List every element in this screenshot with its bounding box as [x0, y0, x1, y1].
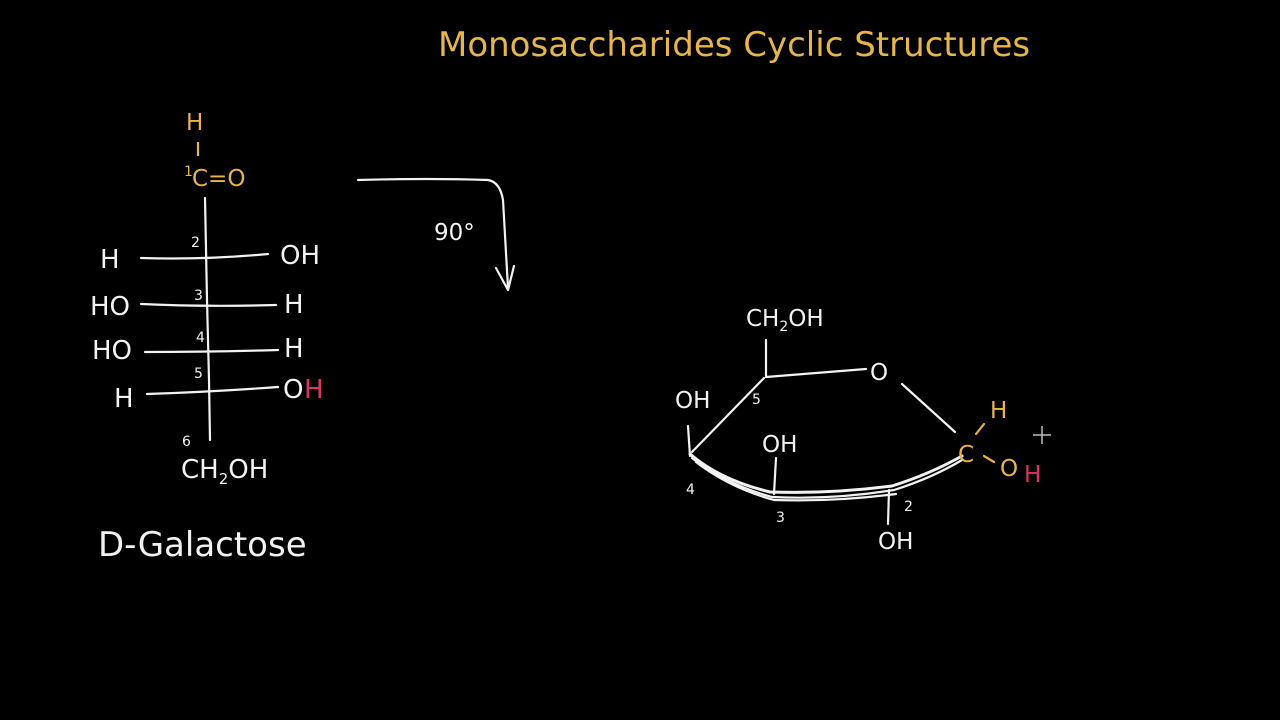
fischer-c5-left: H [114, 384, 134, 414]
haworth-ring: CH2OH O OH OH OH 5 4 3 2 C H O H [675, 306, 1041, 555]
fischer-c2-right: OH [280, 241, 320, 271]
ring-c5-number: 5 [752, 392, 761, 408]
fischer-bond-c5 [145, 385, 280, 396]
fischer-top-h: H [186, 110, 203, 136]
ring-c1: C [958, 442, 974, 468]
ring-c1-o-bond [982, 454, 996, 464]
fischer-c4-left: HO [92, 336, 132, 366]
fischer-c6-group: CH2OH [181, 455, 268, 488]
ring-c2-oh: OH [878, 529, 913, 555]
fischer-carbonyl: C=O [192, 166, 245, 192]
ring-front-edge-2 [690, 456, 964, 499]
crosshair-cursor-icon [1033, 426, 1051, 444]
fischer-c3-left: HO [90, 292, 130, 322]
fischer-c5-number: 5 [194, 366, 203, 382]
sugar-name: D-Galactose [98, 525, 307, 565]
ring-c4-oh: OH [675, 388, 710, 414]
ring-c1-h-bond [974, 422, 986, 436]
rotation-arrow-shaft [356, 177, 510, 290]
ring-c3-oh-bond [772, 456, 778, 496]
ring-bond-o-c1 [900, 382, 957, 434]
ring-c1-h: H [990, 398, 1007, 424]
ring-c2-oh-bond [886, 488, 891, 526]
fischer-c5-right-o: O [283, 375, 303, 405]
ring-ch2oh: CH2OH [746, 306, 824, 335]
rotation-label: 90° [434, 220, 475, 246]
fischer-projection: H 1 C=O 2 3 4 5 6 H OH HO H HO H H O H C… [90, 110, 324, 565]
fischer-c3-number: 3 [194, 288, 203, 304]
fischer-c6-number: 6 [182, 434, 191, 450]
fischer-bond-c2 [139, 252, 270, 260]
ring-bond-c5-c4 [690, 376, 766, 454]
fischer-c4-number: 4 [196, 330, 205, 346]
ring-c2-number: 2 [904, 499, 913, 515]
ring-c3-number: 3 [776, 510, 785, 526]
ring-c4-number: 4 [686, 482, 695, 498]
ring-c1-oh-h: H [1024, 462, 1041, 488]
fischer-bond-c4 [143, 348, 280, 354]
ring-front-edge-3 [694, 460, 898, 502]
fischer-c4-right: H [284, 334, 304, 364]
ring-c1-o: O [1000, 456, 1018, 482]
fischer-c1-number: 1 [184, 164, 193, 180]
ring-c3-oh: OH [762, 432, 797, 458]
rotation-arrow: 90° [356, 177, 516, 292]
ring-c4-oh-bond [686, 424, 692, 458]
ring-bond-c5-o [764, 367, 868, 379]
rotation-arrow-head [494, 264, 516, 292]
fischer-c5-right-h: H [304, 375, 324, 405]
fischer-backbone [203, 196, 212, 442]
fischer-bond-c3 [139, 302, 278, 307]
ring-front-edge [688, 452, 964, 494]
fischer-c2-left: H [100, 245, 120, 275]
ring-oxygen: O [870, 360, 888, 386]
page-title: Monosaccharides Cyclic Structures [438, 25, 1030, 65]
fischer-c2-number: 2 [191, 235, 200, 251]
fischer-c3-right: H [284, 290, 304, 320]
